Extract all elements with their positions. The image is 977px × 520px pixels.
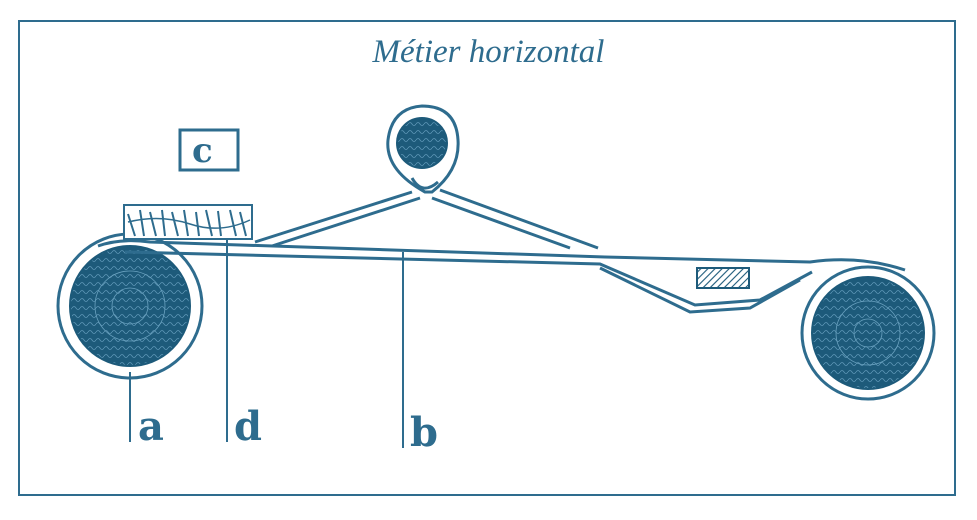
label-b: b [410,409,438,456]
warp-threads [97,239,906,314]
label-d: d [234,403,262,450]
shuttle [696,267,750,289]
diagram-title: Métier horizontal [372,34,605,70]
reed-comb [123,204,253,240]
warp-beam-left [56,232,204,380]
diagram-frame [18,20,956,496]
label-c-box [178,128,240,172]
heddle-cords [254,188,599,250]
cloth-beam-right [800,265,936,401]
label-a: a [138,403,164,450]
pulley [386,104,460,194]
label-c: c [192,131,213,171]
leader-lines [129,240,404,448]
